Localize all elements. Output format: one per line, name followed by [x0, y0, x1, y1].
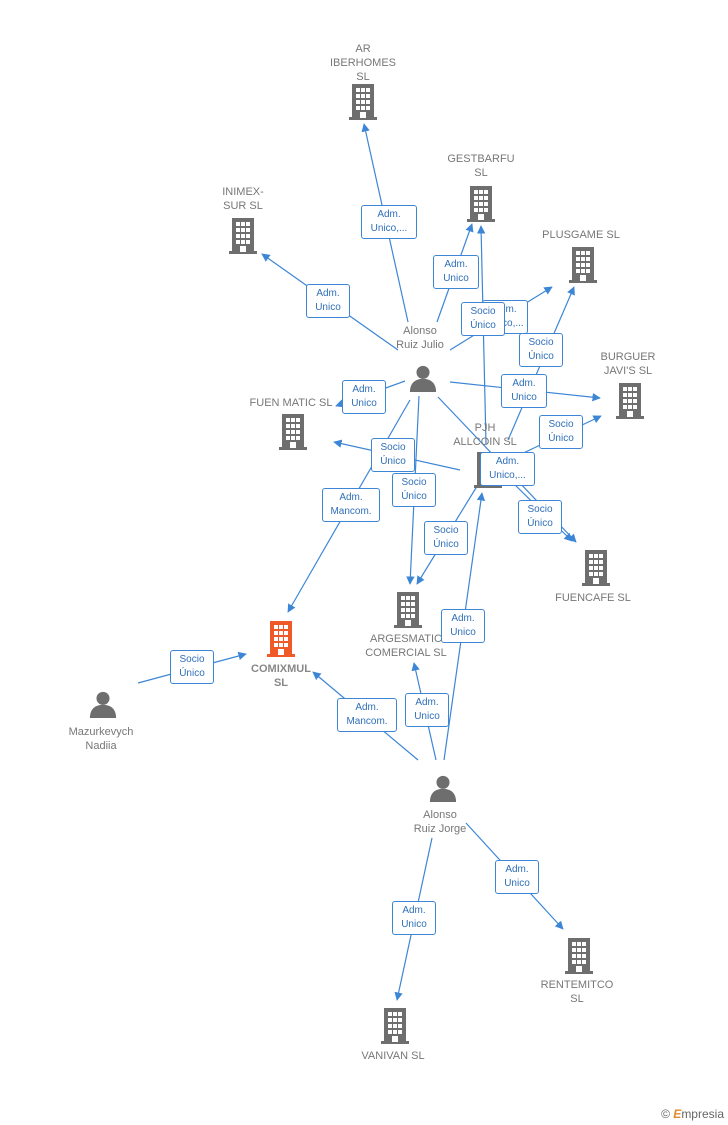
node-name: Mazurkevych Nadiia [68, 726, 134, 752]
building-icon-comixmul-sl[interactable] [267, 621, 295, 657]
edge-label-argesmatic-comercial-sl[interactable]: Socio Único [424, 521, 468, 555]
edge-label-burguer-javi-s-sl[interactable]: Adm. Unico [501, 374, 547, 408]
node-name: Alonso Ruiz Jorge [413, 809, 467, 835]
edge-label-vanivan-sl[interactable]: Adm. Unico [392, 901, 436, 935]
company-node-fuen-matic-sl[interactable]: FUEN MATIC SL [241, 396, 341, 410]
edge-label-argesmatic-comercial-sl[interactable]: Socio Único [392, 473, 436, 507]
node-name: BURGUER JAVI'S SL [600, 351, 656, 377]
building-icon-inimex-sur-sl[interactable] [229, 218, 257, 254]
edge-label-fuen-matic-sl[interactable]: Adm. Unico [342, 380, 386, 414]
node-name: PJH ALLCOIN SL [453, 422, 517, 448]
building-icon-plusgame-sl[interactable] [569, 247, 597, 283]
node-name: Alonso Ruiz Julio [396, 325, 444, 351]
person-icon-alonso-ruiz-julio[interactable] [409, 365, 437, 392]
edge-label-fuencafe-sl[interactable]: Socio Único [518, 500, 562, 534]
building-icon-rentemitco-sl[interactable] [565, 938, 593, 974]
edge-label-fuencafe-sl[interactable]: Adm. Unico,... [480, 452, 535, 486]
edge-label-gestbarfu-sl[interactable]: Adm. Unico [433, 255, 479, 289]
node-name: GESTBARFU SL [447, 153, 515, 179]
building-icon-burguer-javi-s-sl[interactable] [616, 383, 644, 419]
building-icon-argesmatic-comercial-sl[interactable] [394, 592, 422, 628]
node-name: RENTEMITCO SL [540, 979, 614, 1005]
node-name: PLUSGAME SL [542, 229, 620, 241]
company-node-gestbarfu-sl[interactable]: GESTBARFU SL [431, 152, 531, 180]
edge-label-ar-iberhomes-sl[interactable]: Adm. Unico,... [361, 205, 417, 239]
building-icon-gestbarfu-sl[interactable] [467, 186, 495, 222]
building-icon-ar-iberhomes-sl[interactable] [349, 84, 377, 120]
person-node-mazurkevych-nadiia[interactable]: Mazurkevych Nadiia [46, 725, 156, 753]
company-node-pjh-allcoin-sl[interactable]: PJH ALLCOIN SL [435, 421, 535, 449]
building-icon-vanivan-sl[interactable] [381, 1008, 409, 1044]
edge-label-comixmul-sl[interactable]: Socio Único [170, 650, 214, 684]
company-node-rentemitco-sl[interactable]: RENTEMITCO SL [527, 978, 627, 1006]
node-name: AR IBERHOMES SL [329, 43, 396, 83]
company-node-ar-iberhomes-sl[interactable]: AR IBERHOMES SL [313, 42, 413, 84]
empresia-watermark: © Empresia [661, 1107, 724, 1121]
copyright-symbol: © [661, 1107, 670, 1121]
person-icon-mazurkevych-nadiia[interactable] [89, 691, 117, 718]
company-node-plusgame-sl[interactable]: PLUSGAME SL [531, 228, 631, 242]
edge-label-burguer-javi-s-sl[interactable]: Socio Único [539, 415, 583, 449]
edge-label-comixmul-sl[interactable]: Adm. Mancom. [337, 698, 397, 732]
company-node-burguer-javi-s-sl[interactable]: BURGUER JAVI'S SL [578, 350, 678, 378]
company-node-fuencafe-sl[interactable]: FUENCAFE SL [543, 591, 643, 605]
node-name: ARGESMATIC COMERCIAL SL [365, 633, 447, 659]
node-name: COMIXMUL SL [251, 663, 311, 689]
edge-label-fuen-matic-sl[interactable]: Socio Único [371, 438, 415, 472]
person-node-alonso-ruiz-jorge[interactable]: Alonso Ruiz Jorge [390, 808, 490, 836]
edge-label-gestbarfu-sl[interactable]: Socio Único [461, 302, 505, 336]
edge-label-plusgame-sl[interactable]: Socio Único [519, 333, 563, 367]
person-node-alonso-ruiz-julio[interactable]: Alonso Ruiz Julio [370, 324, 470, 352]
company-node-argesmatic-comercial-sl[interactable]: ARGESMATIC COMERCIAL SL [351, 632, 461, 660]
brand-initial: E [673, 1107, 682, 1121]
edge-label-rentemitco-sl[interactable]: Adm. Unico [495, 860, 539, 894]
company-node-comixmul-sl[interactable]: COMIXMUL SL [231, 662, 331, 690]
person-icon-alonso-ruiz-jorge[interactable] [429, 775, 457, 802]
edge-label-argesmatic-comercial-sl[interactable]: Adm. Unico [405, 693, 449, 727]
node-name: FUENCAFE SL [555, 592, 631, 604]
brand-name: mpresia [681, 1107, 724, 1121]
company-node-vanivan-sl[interactable]: VANIVAN SL [343, 1049, 443, 1063]
building-icon-fuencafe-sl[interactable] [582, 550, 610, 586]
edge-label-comixmul-sl[interactable]: Adm. Mancom. [322, 488, 380, 522]
node-name: VANIVAN SL [361, 1050, 425, 1062]
building-icon-fuen-matic-sl[interactable] [279, 414, 307, 450]
node-name: FUEN MATIC SL [249, 397, 333, 409]
node-name: INIMEX- SUR SL [222, 186, 264, 212]
company-node-inimex-sur-sl[interactable]: INIMEX- SUR SL [193, 185, 293, 213]
edge-label-pjh-allcoin-sl[interactable]: Adm. Unico [441, 609, 485, 643]
edge-label-inimex-sur-sl[interactable]: Adm. Unico [306, 284, 350, 318]
